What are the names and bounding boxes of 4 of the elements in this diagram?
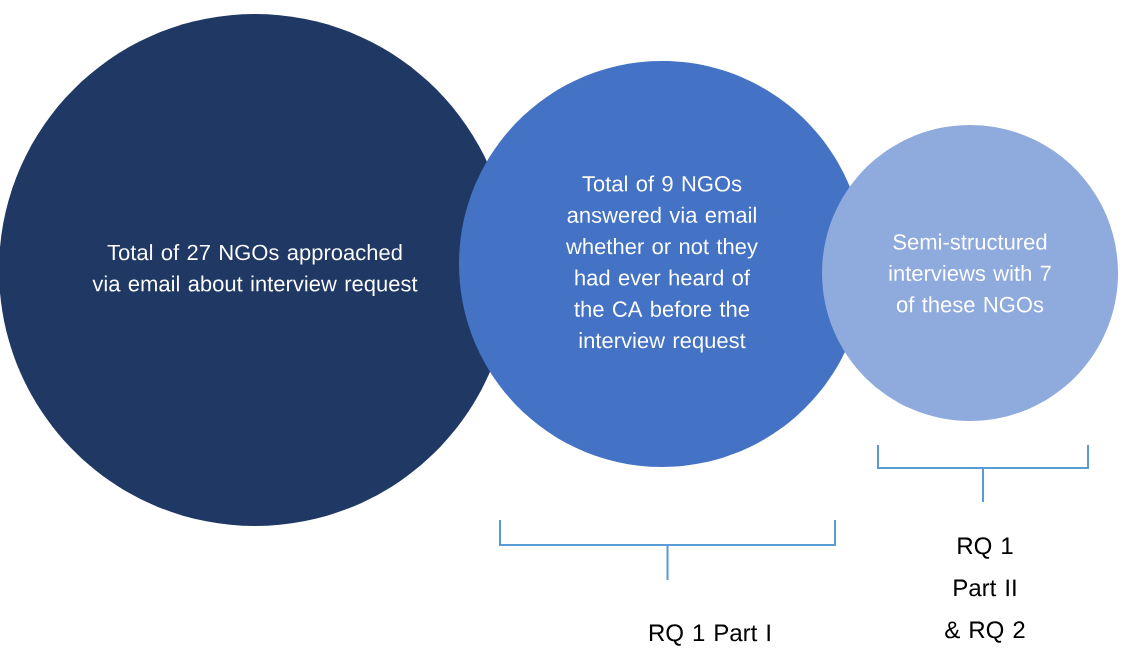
circle-node: Semi-structured interviews with 7 of these NGOs — [822, 125, 1118, 421]
bracket-label: RQ 1 Part II & RQ 2 — [945, 537, 1025, 643]
circle-node: Total of 9 NGOs answered via email whether or not they had ever heard of the CA before the interview request — [459, 61, 865, 467]
bracket-label: RQ 1 Part I — [649, 624, 770, 646]
